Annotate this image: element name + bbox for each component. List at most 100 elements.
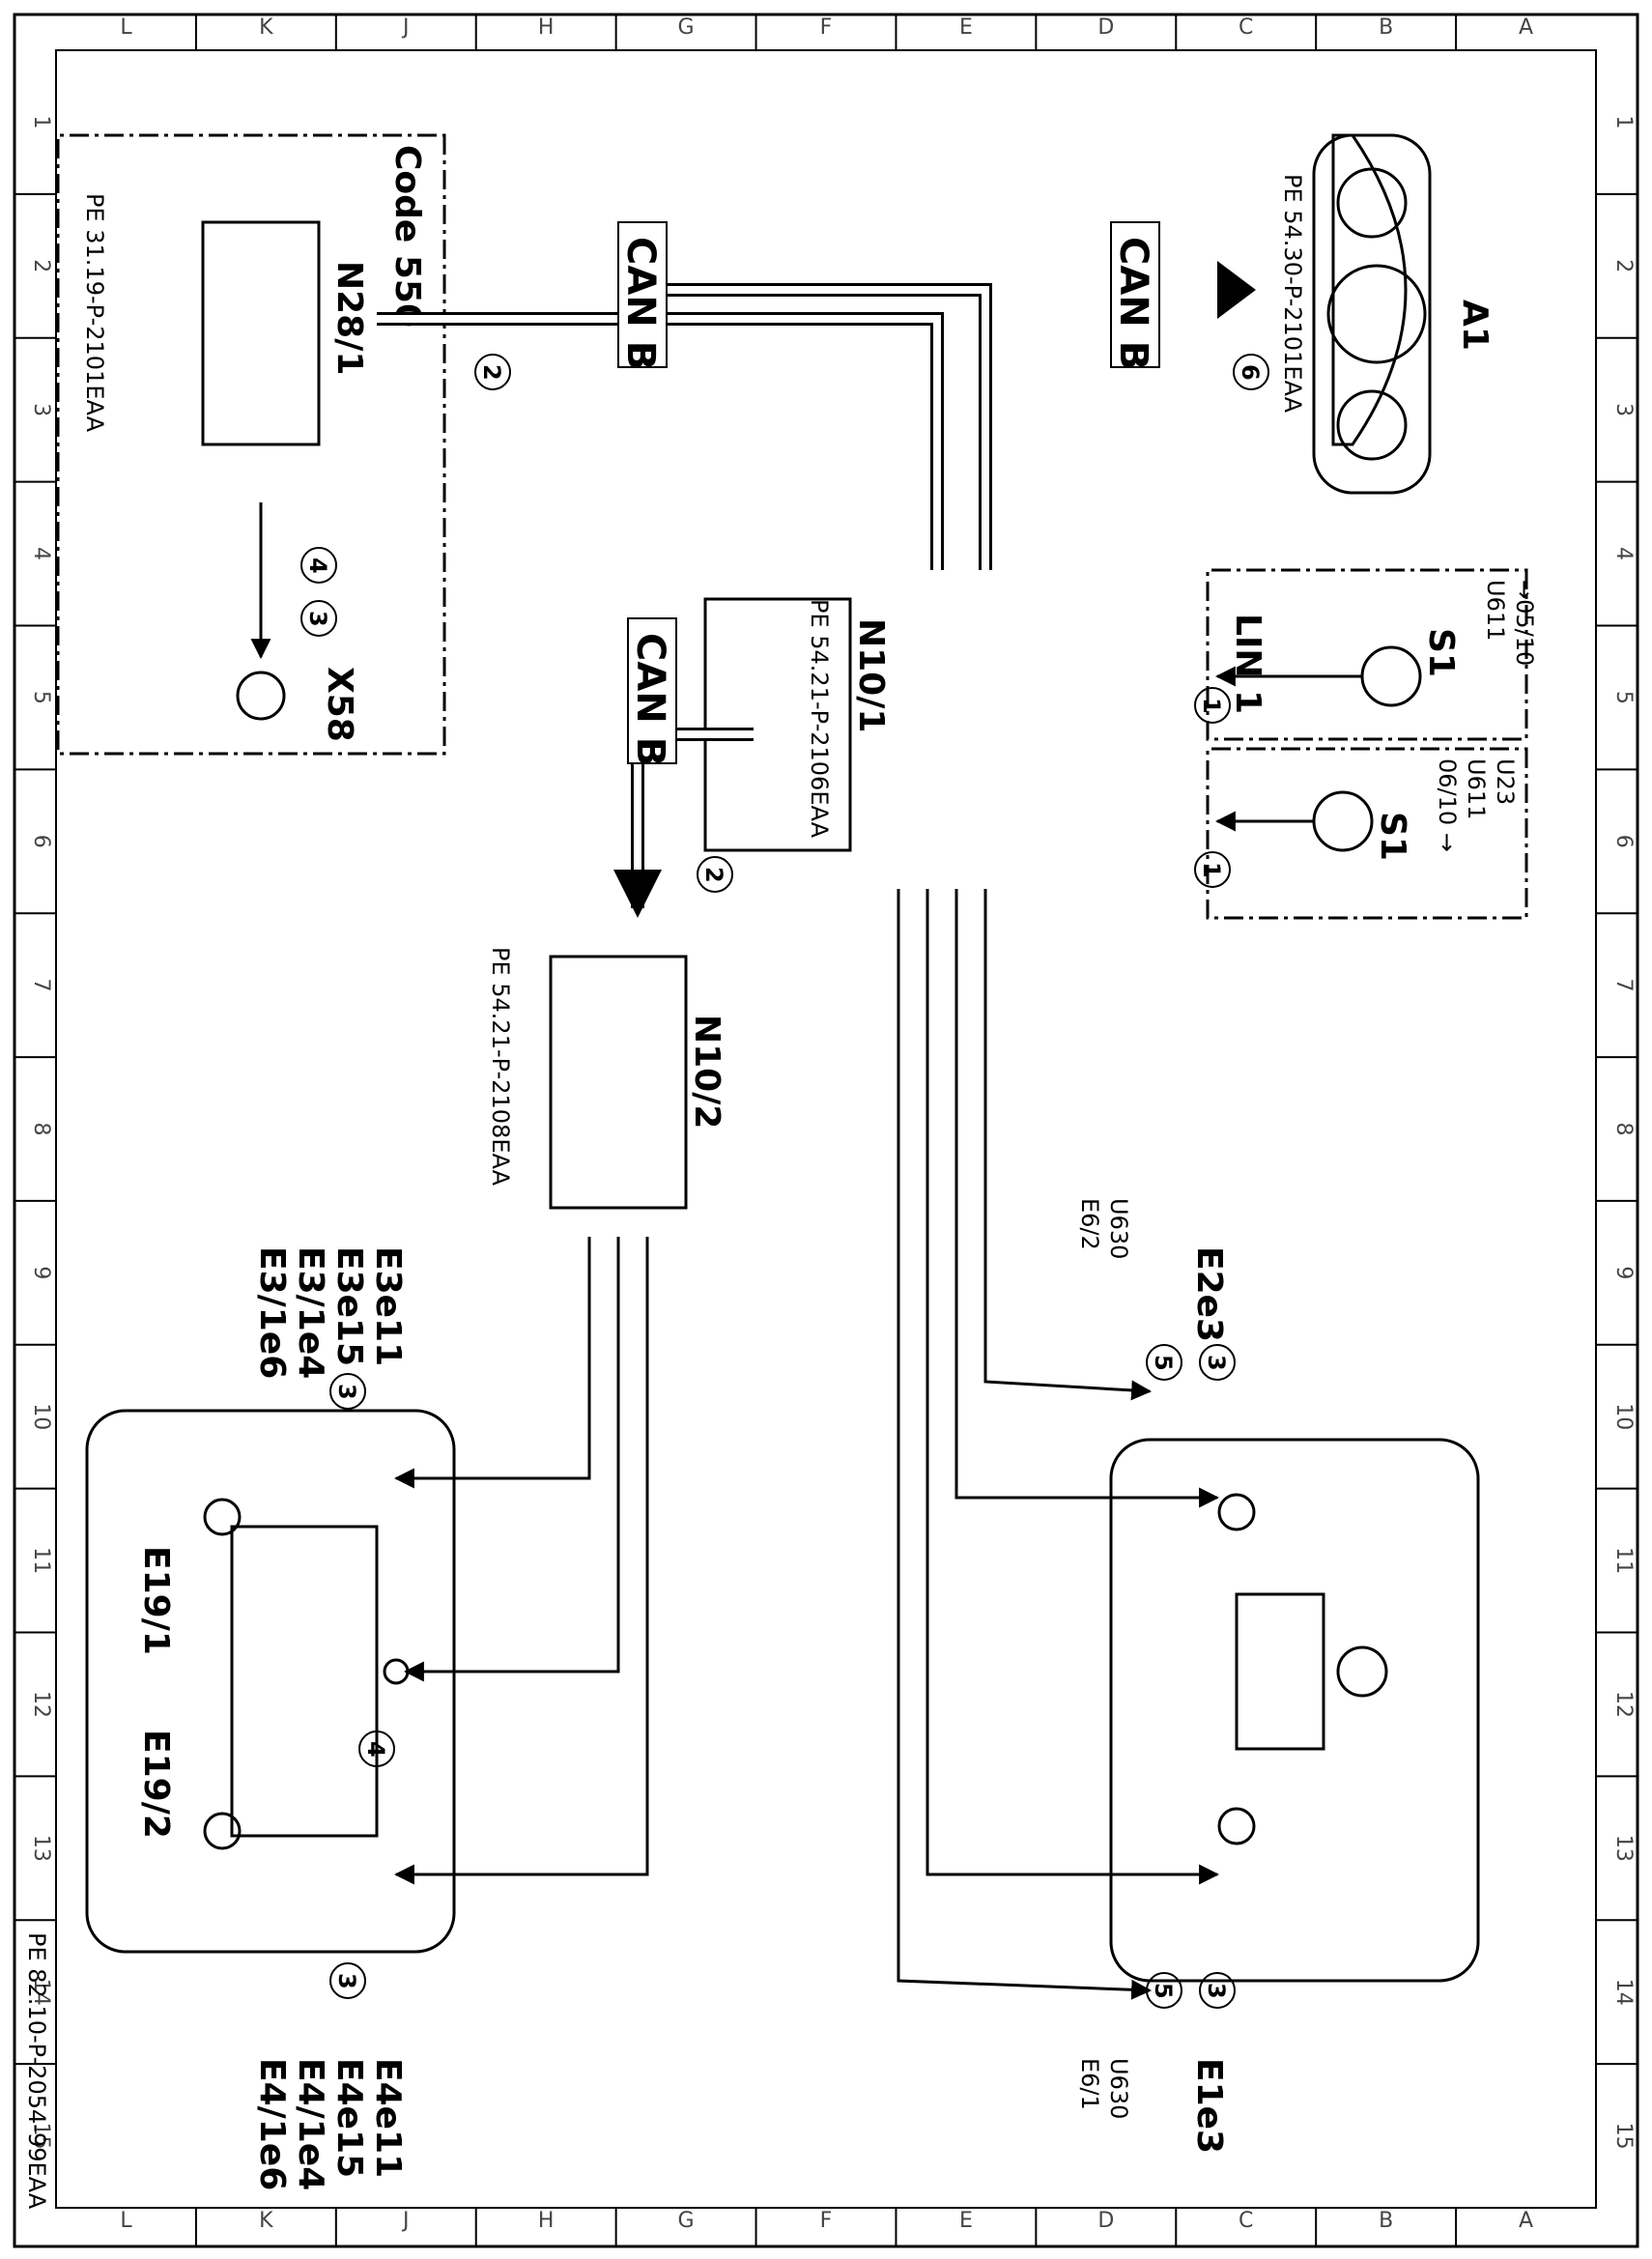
grid-row-10: 10 [29, 1403, 53, 1430]
grid-row-4: 4 [1611, 547, 1636, 560]
footer-reference: PE 82.10-P-2054-99EAA [23, 1932, 50, 2210]
grid-col-H: H [538, 15, 555, 40]
can-bus-n10-2: CAN B 2 [613, 617, 754, 918]
code-550-box: Code 550 N28/1 PE 31.19-P-2101EAA X58 4 … [56, 133, 446, 756]
s1-bottom-label: S1 [1373, 812, 1412, 861]
grid-col-D: D [1097, 15, 1114, 40]
rear-left-lamp-1: E3e11 [368, 1246, 408, 1366]
grid-col-F: F [820, 15, 833, 40]
u630-left: U630 [1105, 1198, 1132, 1259]
grid-col-D: D [1097, 2209, 1114, 2233]
callout-1-bottom: 1 [1198, 862, 1225, 878]
rear-left-lamp-2: E3e15 [329, 1246, 369, 1366]
grid-row-1: 1 [29, 115, 53, 129]
rear-vehicle [85, 1409, 456, 1954]
grid-row-6: 6 [29, 835, 53, 848]
n10-1-ref: PE 54.21-P-2106EAA [806, 599, 833, 839]
s1-top-variant1: U611 [1482, 580, 1509, 641]
rear-left-lamp-3: E3/1e4 [291, 1246, 330, 1379]
rear-left-lamp-4: E3/1e6 [252, 1246, 292, 1379]
grid-col-C: C [1239, 15, 1253, 40]
grid-col-B: B [1379, 15, 1393, 40]
n10-2-ref: PE 54.21-P-2108EAA [487, 947, 514, 1187]
grid-col-C: C [1239, 2209, 1253, 2233]
front-vehicle [1109, 1438, 1480, 1983]
n10-2-module: N10/2 PE 54.21-P-2108EAA [487, 947, 726, 1210]
a1-label: A1 [1455, 300, 1495, 351]
s1-top-label: S1 [1421, 628, 1461, 677]
grid-row-15: 15 [1611, 2123, 1636, 2150]
can-bus-n28: CAN B 2 [377, 221, 944, 570]
grid-col-A: A [1519, 15, 1533, 40]
can-b-label-mid: CAN B [628, 633, 672, 766]
callout-5-front-right: 5 [1150, 1983, 1177, 1999]
callout-1-top: 1 [1198, 698, 1225, 714]
grid-row-12: 12 [29, 1691, 53, 1718]
callout-4-rear: 4 [362, 1741, 389, 1758]
grid-row-11: 11 [1611, 1547, 1636, 1574]
s1-bottom-variant3: 06/10 → [1434, 758, 1461, 852]
callout-3-rear-right: 3 [333, 1973, 360, 1989]
wires-front [897, 889, 1220, 2000]
grid-col-B: B [1379, 2209, 1393, 2233]
grid-col-L: L [120, 15, 132, 40]
grid-row-3: 3 [29, 403, 53, 416]
e6-2-label: E6/2 [1076, 1198, 1103, 1250]
callout-2-mid: 2 [700, 867, 727, 883]
e1e3-label: E1e3 [1189, 2058, 1229, 2154]
callout-3-front-right: 3 [1203, 1983, 1230, 1999]
callout-3-n28: 3 [304, 611, 331, 627]
grid-row-14: 14 [29, 1979, 53, 2006]
grid-col-E: E [959, 2209, 973, 2233]
grid-row-1: 1 [1611, 115, 1636, 129]
grid-row-9: 9 [1611, 1266, 1636, 1279]
grid-row-5: 5 [1611, 691, 1636, 704]
outer-frame [13, 13, 1639, 2248]
s1-bottom-variant2: U611 [1463, 758, 1490, 819]
n10-1-module: N10/1 PE 54.21-P-2106EAA [703, 597, 891, 852]
grid-col-J: J [401, 15, 410, 40]
e19-2-label: E19/2 [136, 1730, 176, 1839]
grid-col-J: J [401, 2209, 410, 2233]
grid-row-12: 12 [1611, 1691, 1636, 1718]
e2e3-label: E2e3 [1189, 1246, 1229, 1342]
grid-row-8: 8 [29, 1123, 53, 1136]
code-550-label: Code 550 [387, 145, 427, 328]
grid-row-2: 2 [1611, 259, 1636, 272]
grid-col-G: G [678, 15, 695, 40]
grid-col-A: A [1519, 2209, 1533, 2233]
n28-1-ref: PE 31.19-P-2101EAA [81, 193, 108, 433]
callout-6: 6 [1237, 364, 1264, 381]
callout-3-front-left: 3 [1203, 1355, 1230, 1371]
rear-right-lamp-3: E4/1e4 [291, 2058, 330, 2190]
callout-4-n28: 4 [304, 558, 331, 574]
grid-col-F: F [820, 2209, 833, 2233]
callout-5-front-left: 5 [1150, 1355, 1177, 1371]
grid-row-4: 4 [29, 547, 53, 560]
grid-col-K: K [259, 15, 273, 40]
grid-col-K: K [259, 2209, 273, 2233]
x58-label: X58 [320, 667, 359, 742]
lin-1-label: LIN 1 [1228, 614, 1267, 714]
grid-col-L: L [120, 2209, 132, 2233]
callout-3-rear-left: 3 [333, 1384, 360, 1400]
grid-col-E: E [959, 15, 973, 40]
grid-row-11: 11 [29, 1547, 53, 1574]
wires-rear [393, 1237, 649, 1885]
grid-row-3: 3 [1611, 403, 1636, 416]
grid-row-7: 7 [29, 979, 53, 992]
grid-row-13: 13 [1611, 1835, 1636, 1862]
a1-ref: PE 54.30-P-2101EAA [1279, 174, 1306, 414]
can-b-label-top-right: CAN B [1111, 237, 1155, 370]
rear-right-lamp-2: E4e15 [329, 2058, 369, 2178]
inner-frame [55, 49, 1597, 2209]
rear-right-lamp-4: E4/1e6 [252, 2058, 292, 2190]
callout-2-top: 2 [478, 364, 505, 381]
can-b-label-top-left: CAN B [618, 237, 663, 370]
grid-row-5: 5 [29, 691, 53, 704]
grid-row-7: 7 [1611, 979, 1636, 992]
e19-1-label: E19/1 [136, 1546, 176, 1655]
s1-bottom-variant1: U23 [1492, 758, 1519, 805]
a1-instrument-cluster: A1 PE 54.30-P-2101EAA [1279, 133, 1495, 495]
